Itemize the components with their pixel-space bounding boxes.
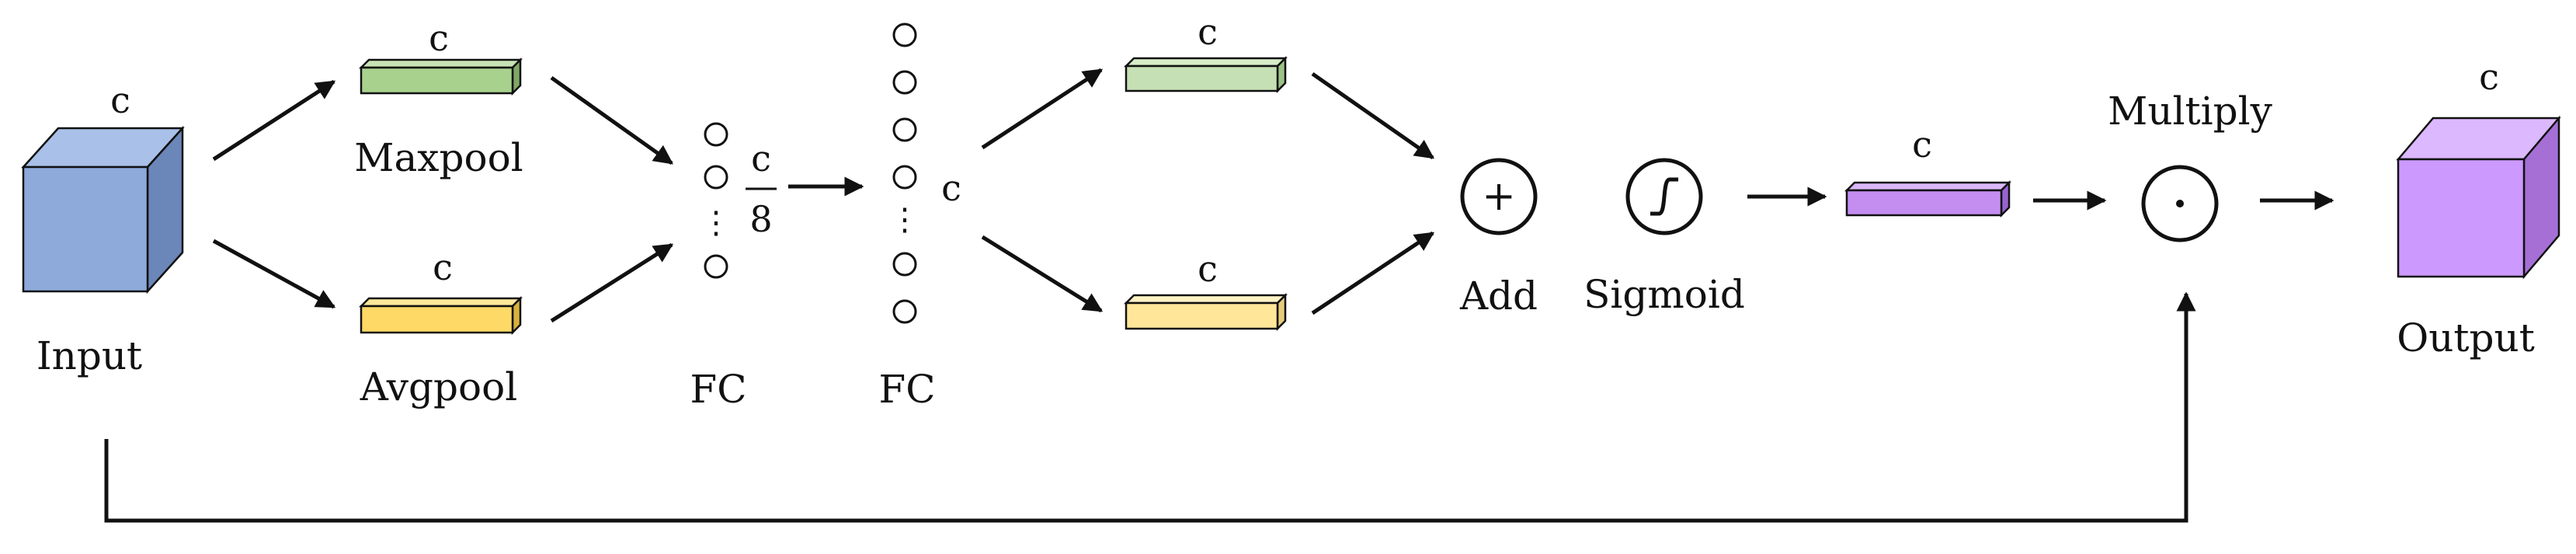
arrow-top-bar-to-add [1311, 71, 1435, 160]
fc1-neurons [704, 122, 728, 279]
arrow-input-to-avgpool [212, 239, 336, 309]
maxpool-channel-label: c [429, 17, 449, 59]
fc1-label: FC [690, 367, 747, 412]
fc1-ratio-denominator: 8 [749, 198, 772, 240]
arrow-maxpool-to-fc1 [550, 75, 674, 166]
avgpool-label: Avgpool [360, 364, 518, 409]
add-node [1460, 158, 1538, 235]
input-channel-label: c [110, 79, 130, 121]
arrow-avgpool-to-fc1 [550, 242, 674, 323]
sigmoid-curve-icon [1650, 177, 1678, 216]
fc-output-bar-bottom [1123, 292, 1288, 332]
avgpool-bar [358, 295, 523, 336]
arrow-fc2-to-bottom-bar [981, 235, 1104, 313]
maxpool-label: Maxpool [354, 135, 523, 180]
skip-connection-arrow [104, 291, 2196, 523]
output-channel-label: c [2479, 56, 2499, 98]
output-cube [2396, 115, 2561, 280]
add-label: Add [1459, 274, 1538, 319]
fc1-ratio-numerator: c [751, 138, 771, 179]
top-bar-channel-label: c [1198, 11, 1218, 53]
multiply-dot-icon [2176, 200, 2184, 207]
fc2-size-label: c [941, 167, 961, 209]
fc2-neurons [892, 23, 917, 324]
bottom-bar-channel-label: c [1198, 248, 1218, 290]
fc2-label: FC [879, 367, 936, 412]
input-label: Input [37, 333, 142, 378]
attention-channel-label: c [1912, 124, 1932, 166]
avgpool-channel-label: c [433, 246, 453, 288]
arrow-bottom-bar-to-add [1311, 231, 1435, 315]
sigmoid-label: Sigmoid [1583, 272, 1745, 317]
input-cube [21, 125, 185, 294]
fc-output-bar-top [1123, 55, 1288, 94]
arrow-input-to-maxpool [212, 79, 336, 162]
arrow-fc2-to-top-bar [981, 68, 1104, 150]
output-label: Output [2397, 315, 2535, 361]
add-symbol: + [1482, 173, 1516, 220]
fc1-ellipsis: ⋮ [700, 205, 732, 241]
fc2-ellipsis: ⋮ [889, 202, 920, 238]
multiply-label: Multiply [2108, 89, 2272, 134]
attention-bar [1844, 179, 2012, 218]
maxpool-bar [358, 57, 523, 96]
